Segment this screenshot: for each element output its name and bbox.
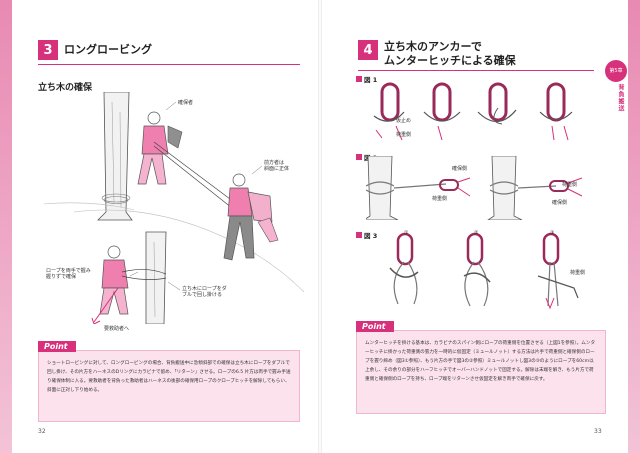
tree-anchor-left (366, 156, 471, 220)
point-label: Point (38, 341, 76, 352)
mule-step-2 (463, 232, 491, 307)
carabiner-step-2 (423, 82, 461, 141)
fig1-caption-load: 荷重側 (396, 132, 412, 138)
fig3-step-3: ③ (550, 230, 555, 236)
figure-2-tree-anchor (366, 156, 583, 220)
caption-rope-hold: ロープを両手で握み 握りずで確保 (46, 268, 91, 280)
right-page-edge (628, 0, 640, 453)
subheading: 立ち木の確保 (38, 83, 93, 93)
section-rule (358, 70, 594, 71)
point-text: ムンターヒッチを掛ける基本は、カラビナのスパイン側にロープの荷重側を位置させる（… (365, 341, 596, 382)
section-number: 4 (358, 40, 378, 60)
fig3-step-1: ① (404, 230, 409, 236)
section-title: 立ち木のアンカーで ムンターヒッチによる確保 (384, 40, 516, 67)
figure-3-label: 図 3 (356, 230, 377, 240)
point-label: Point (356, 321, 394, 332)
tree-anchor-right (487, 156, 583, 220)
figure-3-mule-knot-steps (389, 232, 579, 310)
right-page: 4 立ち木のアンカーで ムンターヒッチによる確保 図 1 (322, 0, 628, 453)
tree-belay-illustration (43, 92, 304, 324)
left-page: 3 ロングロービング 立ち木の確保 (12, 0, 318, 453)
mule-step-3 (537, 232, 579, 310)
section-header-4: 4 立ち木のアンカーで ムンターヒッチによる確保 (358, 40, 516, 68)
chapter-title-vertical: 背負搬送 (617, 84, 624, 112)
left-page-edge (0, 0, 12, 453)
fig3-step-2: ② (474, 230, 479, 236)
fig2-caption-belay-a: 確保側 (452, 166, 468, 172)
fig3-caption-load: 荷重側 (570, 270, 586, 276)
caption-rope-double: 立ち木にロープをダ ブルで回し掛ける (182, 286, 227, 298)
fig1-caption-temp: 仮止め (396, 118, 412, 124)
section-header-3: 3 ロングロービング (38, 40, 152, 60)
point-box-left: Point ショートロービングに対して、ロングロービングの場合、背負搬送中に急傾… (38, 341, 300, 422)
figure-1-carabiner-steps (373, 82, 573, 141)
fig2-caption-load-a: 荷重側 (432, 196, 448, 202)
figure-1-label: 図 1 (356, 74, 377, 84)
section-number: 3 (38, 40, 58, 60)
section-rule (38, 64, 300, 65)
caption-rescuer: 前方者は 斜面に正体 (264, 160, 290, 172)
mule-step-1 (389, 232, 419, 305)
fig2-caption-load-b: 荷重側 (562, 182, 578, 188)
caption-victim-direction: 要救助者へ (104, 326, 130, 332)
point-text: ショートロービングに対して、ロングロービングの場合、背負搬送中に急傾斜部での確保… (47, 361, 291, 393)
point-box-right: Point ムンターヒッチを掛ける基本は、カラビナのスパイン側にロープの荷重側を… (356, 321, 606, 414)
carabiner-step-3 (477, 82, 517, 125)
fig2-caption-belay-b: 確保側 (552, 200, 568, 206)
section-title: ロングロービング (64, 43, 152, 56)
page-number-left: 32 (38, 428, 46, 435)
caption-belayer: 確保者 (178, 100, 194, 106)
carabiner-step-4 (539, 82, 573, 141)
book-gutter (318, 0, 322, 453)
page-number-right: 33 (594, 428, 602, 435)
carabiner-step-1 (373, 82, 405, 141)
chapter-badge: 第5章 (605, 60, 627, 82)
